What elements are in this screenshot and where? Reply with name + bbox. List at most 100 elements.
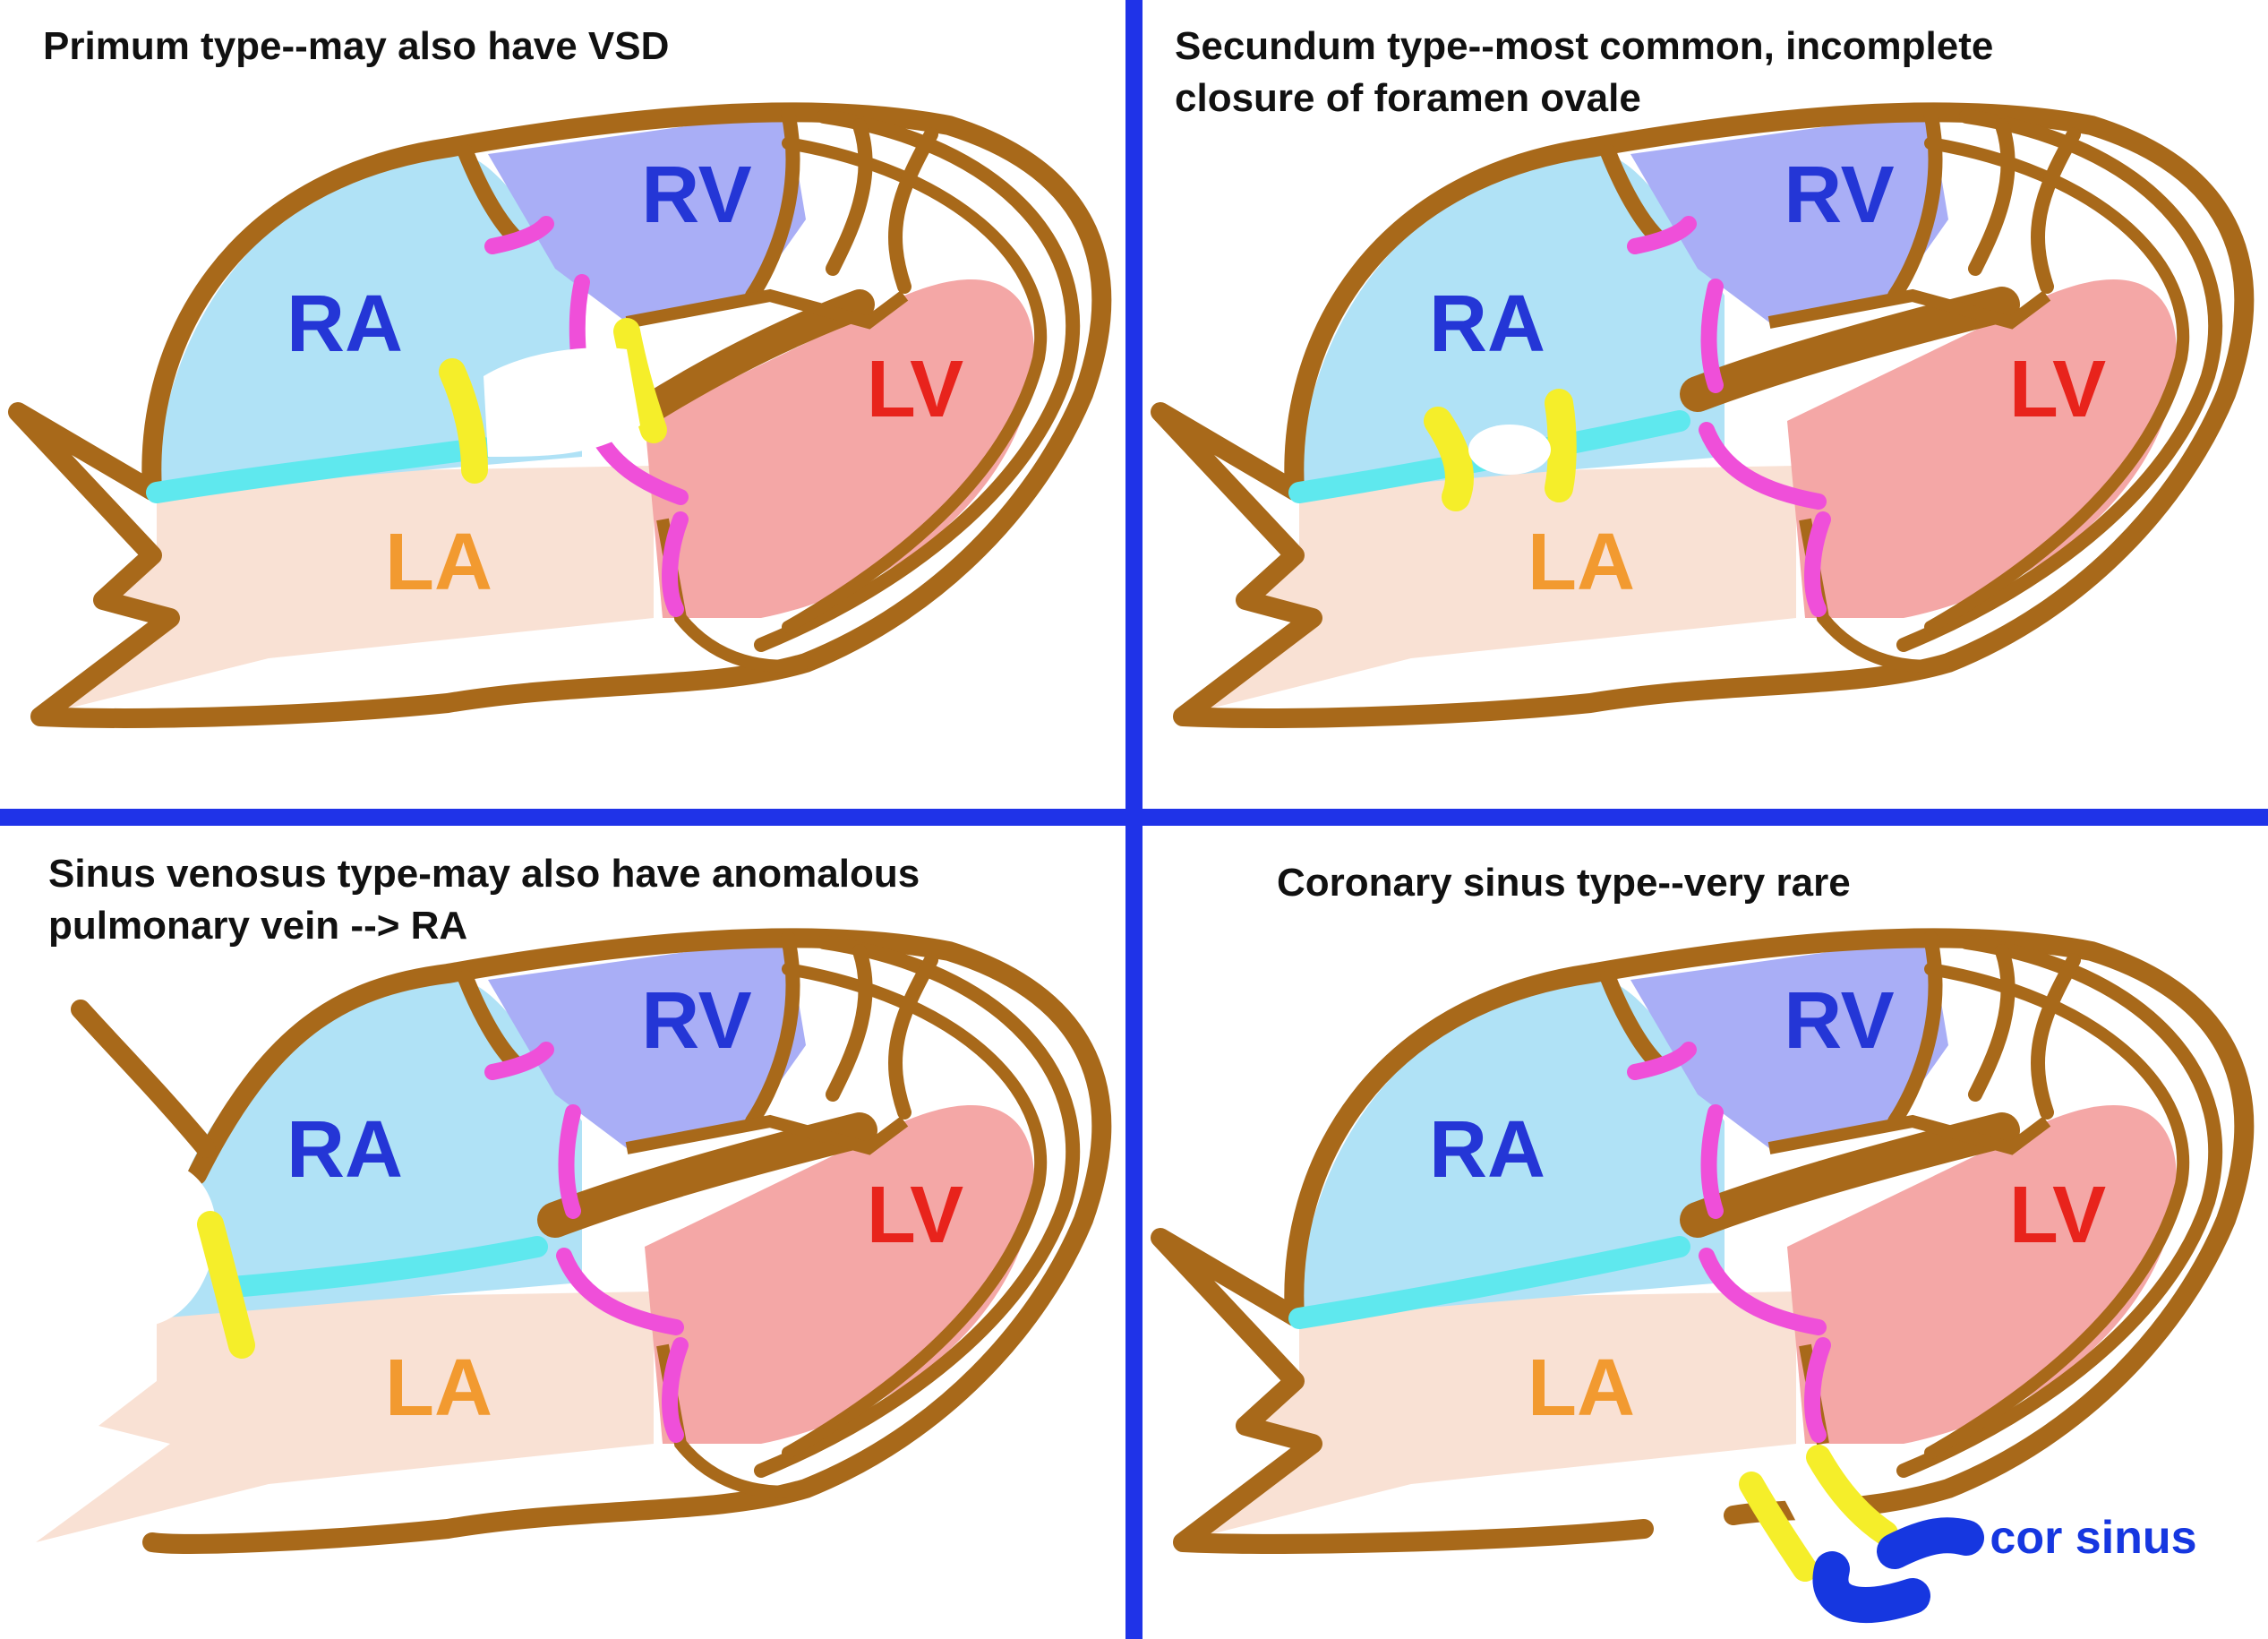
rv-label: RV bbox=[1784, 150, 1894, 240]
interatrial-septum bbox=[146, 437, 494, 503]
heart-diagram-secundum: RA RV LA LV bbox=[1151, 102, 2255, 728]
defect-opening bbox=[1468, 425, 1551, 475]
lv-label: LV bbox=[2009, 345, 2106, 434]
defect-rim-left bbox=[439, 358, 488, 484]
rv-chamber bbox=[1630, 112, 1948, 322]
heart-outer-wall bbox=[8, 102, 1112, 728]
heart-outer-wall bbox=[142, 928, 1112, 1554]
la-lv-wall bbox=[656, 1343, 808, 1498]
horizontal-divider bbox=[0, 809, 2268, 826]
ra-label: RA bbox=[1429, 279, 1545, 369]
heart-outer-wall-3 bbox=[782, 137, 1048, 633]
cor-sinus-label: cor sinus bbox=[1990, 1512, 2196, 1564]
panel-title: Sinus venosus type-may also have anomalo… bbox=[48, 852, 920, 948]
heart-outer-wall-2 bbox=[754, 935, 1081, 1478]
defect-rim-left bbox=[1424, 407, 1474, 511]
tricuspid-valve bbox=[484, 216, 554, 254]
defect-opening bbox=[1769, 1461, 1877, 1563]
interatrial-septum bbox=[1288, 1236, 1690, 1329]
ra-label: RA bbox=[1429, 1105, 1545, 1195]
ra-chamber bbox=[1299, 151, 1725, 493]
rv-lower-wall bbox=[1767, 1114, 2051, 1155]
heart-outer-wall bbox=[1151, 928, 2255, 1554]
heart-drawing bbox=[1151, 102, 2255, 728]
la-label: LA bbox=[1528, 1343, 1635, 1433]
interventricular-septum-wall bbox=[1680, 1112, 2020, 1238]
ra-rv-wall bbox=[458, 144, 523, 245]
la-chamber bbox=[1178, 1291, 1796, 1542]
mitral-valve bbox=[1700, 1104, 1724, 1219]
rv-chamber bbox=[1630, 938, 1948, 1148]
rv-top-trabeculae bbox=[745, 105, 938, 303]
mitral-valve-lower bbox=[662, 1337, 689, 1443]
interventricular-septum-wall bbox=[537, 1112, 877, 1238]
mitral-valve bbox=[558, 1104, 581, 1219]
panel-title: Secundum type--most common, incomplete c… bbox=[1175, 24, 1994, 120]
coronary-sinus-defect bbox=[1739, 1445, 1984, 1623]
heart-outer-wall-3 bbox=[1924, 137, 2190, 633]
heart-outer-wall-2 bbox=[754, 109, 1081, 652]
heart-drawing bbox=[1151, 928, 2255, 1554]
rv-label: RV bbox=[641, 150, 751, 240]
panel-title: Primum type--may also have VSD bbox=[43, 24, 670, 68]
rv-top-trabeculae bbox=[745, 931, 938, 1128]
rv-label: RV bbox=[1784, 976, 1894, 1066]
heart-diagram-coronary-sinus: RA RV LA LV cor sinus bbox=[1151, 928, 2255, 1623]
heart-outer-wall-2 bbox=[1896, 935, 2223, 1478]
lv-chamber bbox=[645, 1105, 1034, 1444]
defect-opening bbox=[110, 1162, 217, 1327]
ra-chamber bbox=[1299, 977, 1725, 1318]
defect-rim-left bbox=[1739, 1472, 1818, 1582]
defect-opening bbox=[484, 348, 640, 457]
panel-sinus-venosus: RA RV LA LV Sinus venosus type-may also … bbox=[0, 826, 1125, 1639]
ra-rv-wall bbox=[458, 970, 523, 1071]
tricuspid-valve bbox=[1627, 1042, 1697, 1080]
rv-lower-wall bbox=[625, 1114, 909, 1155]
heart-outer-wall-3 bbox=[1924, 963, 2190, 1459]
heart-diagram-primum: RA RV LA LV bbox=[8, 102, 1112, 728]
la-label: LA bbox=[1528, 518, 1635, 607]
heart-diagram-sinus-venosus: RA RV LA LV bbox=[36, 928, 1112, 1554]
la-label: LA bbox=[385, 1343, 492, 1433]
lv-chamber bbox=[1787, 1105, 2177, 1444]
tricuspid-valve bbox=[484, 1042, 554, 1080]
lv-chamber bbox=[1787, 279, 2177, 618]
la-lv-wall bbox=[1799, 518, 1950, 673]
rv-label: RV bbox=[641, 976, 751, 1066]
ra-label: RA bbox=[287, 279, 403, 369]
mitral-valve bbox=[1700, 279, 1724, 393]
rv-chamber bbox=[488, 938, 806, 1148]
mitral-valve-lower bbox=[1804, 1337, 1831, 1443]
primum-defect bbox=[439, 318, 667, 484]
heart-outer-wall-2 bbox=[1896, 109, 2223, 652]
mitral-valve-lower bbox=[662, 511, 689, 617]
panel-secundum: RA RV LA LV Secundum type--most common, … bbox=[1143, 0, 2268, 809]
ra-rv-wall bbox=[1600, 144, 1665, 245]
panel-coronary-sinus: RA RV LA LV cor sinus Coronary sinus typ… bbox=[1143, 826, 2268, 1639]
mitral-valve-mid bbox=[1699, 1248, 1827, 1335]
sinus-venosus-defect bbox=[110, 1162, 255, 1359]
defect-rim-right bbox=[1806, 1445, 1898, 1546]
ra-rv-wall bbox=[1600, 970, 1665, 1071]
heart-drawing bbox=[36, 928, 1112, 1554]
rv-lower-wall bbox=[1767, 288, 2051, 330]
la-chamber bbox=[36, 1291, 654, 1542]
ra-chamber bbox=[157, 977, 582, 1318]
lv-chamber bbox=[645, 279, 1034, 618]
heart-outer-wall-3 bbox=[782, 963, 1048, 1459]
rv-top-trabeculae bbox=[1887, 105, 2081, 303]
lv-label: LV bbox=[867, 1171, 963, 1260]
mitral-valve-mid bbox=[556, 1248, 684, 1335]
rv-chamber bbox=[488, 112, 806, 322]
la-lv-wall bbox=[656, 518, 808, 673]
mitral-valve-mid bbox=[1699, 422, 1827, 510]
defect-rim bbox=[197, 1211, 255, 1359]
interatrial-septum bbox=[222, 1236, 548, 1298]
tricuspid-valve bbox=[1627, 216, 1697, 254]
la-chamber bbox=[36, 466, 654, 717]
mitral-valve-lower bbox=[1804, 511, 1831, 617]
panel-title: Coronary sinus type--very rare bbox=[1277, 861, 1851, 905]
defect-rim-right bbox=[1545, 389, 1577, 502]
defect-rim-right bbox=[613, 318, 667, 443]
coronary-sinus-vessel bbox=[1812, 1517, 1984, 1623]
